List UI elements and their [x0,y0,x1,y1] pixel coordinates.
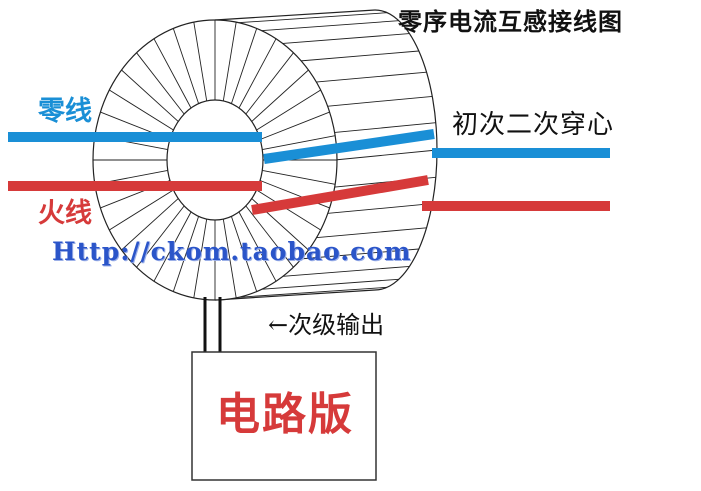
toroid-winding-line [259,111,330,140]
toroid-winding-line [256,89,321,131]
primary-pass-label: 初次二次穿心 [452,110,615,140]
toroid-winding-line [193,22,208,101]
toroid-side-rib [281,265,410,277]
toroid-winding-line [109,89,174,131]
toroid-winding-line [245,205,294,268]
toroid-winding-line [121,198,179,251]
toroid-winding-line [230,216,258,292]
circuit-board-label: 电路版 [216,389,354,440]
toroid-side-rib [238,286,388,298]
toroid-winding-line [153,211,192,282]
live-wire-label: 火线 [38,198,92,229]
live-wire-through [251,175,429,215]
toroid-winding-line [238,211,277,282]
toroid-winding-line [262,135,336,151]
neutral-wire-label: 零线 [38,96,92,127]
toroid-side-rib [299,248,419,260]
toroid-side-rib [325,95,433,107]
circuit-board-box [191,351,377,481]
toroid-side-rib [260,278,399,290]
toroid-winding-line [121,69,179,122]
toroid-winding-line [222,219,237,298]
neutral-wire-through [263,129,435,164]
toroid-side-rib [332,122,436,134]
toroid-winding-line [136,52,185,115]
toroid-side-rib [314,227,427,239]
toroid-side-rib [281,33,410,45]
toroid-top-edge [214,9,376,21]
diagram-title: 零序电流互感接线图 [398,8,623,36]
toroid-winding-line [256,189,321,231]
toroid-side-rib [260,20,399,32]
toroid-winding-line [109,189,174,231]
toroid-winding-line [172,28,200,104]
toroid-side-rib [299,50,419,62]
toroid-winding-line [251,69,309,122]
toroid-winding-line [262,169,336,185]
toroid-side-rib [314,71,427,83]
toroid-winding-line [245,52,294,115]
toroid-winding-line [193,219,208,298]
toroid-winding-line [222,22,237,101]
toroid-winding-line [238,38,277,109]
shop-url-text: Http://ckom.taobao.com [52,237,412,266]
toroid-side-rib [334,149,438,161]
toroid-winding-line [230,28,258,104]
toroid-winding-line [153,38,192,109]
secondary-output-label: ←次级输出 [268,311,385,339]
toroid-winding-line [172,216,200,292]
toroid-side-rib [325,203,433,215]
toroid-side-rib [238,12,388,24]
toroid-body [214,9,438,301]
toroid-inner-hole [166,99,264,221]
toroid-bottom-edge [214,289,376,301]
toroid-winding-line [136,205,185,268]
